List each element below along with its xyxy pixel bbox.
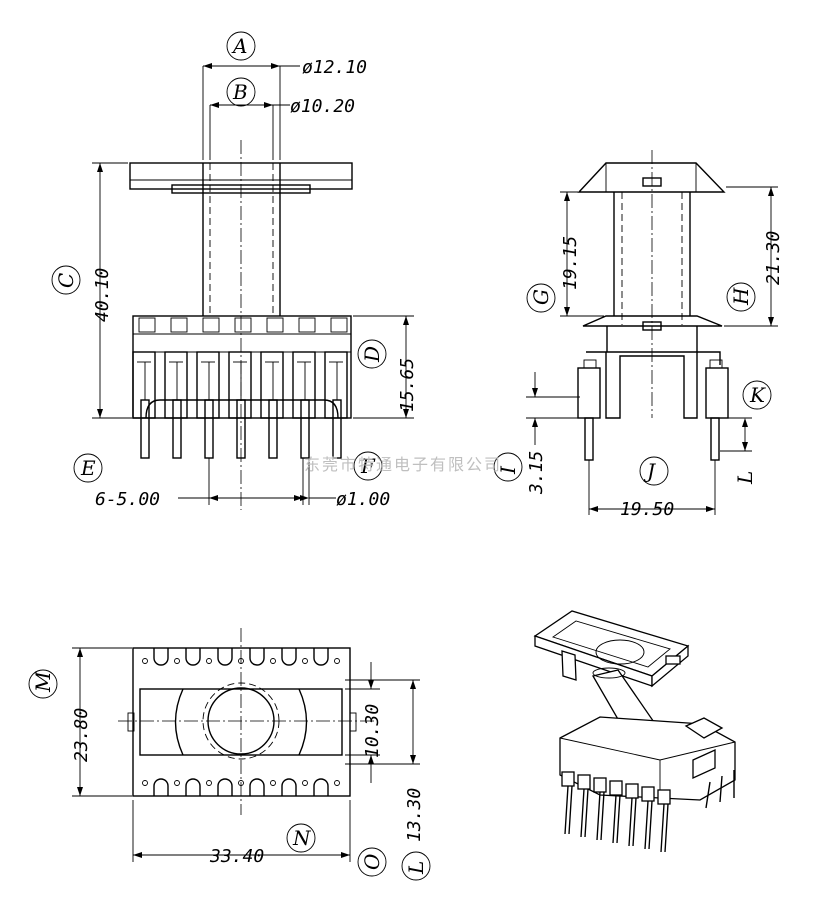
dim-diameter-inner: ø10.20 <box>290 96 355 117</box>
iso-pin-housing <box>641 786 655 802</box>
isometric-pins <box>561 771 671 853</box>
dim-h: 21.30 <box>763 231 784 285</box>
dim-g: 19.15 <box>560 236 581 290</box>
front-view <box>129 140 353 510</box>
pin-housing <box>292 351 316 419</box>
dim-m: 23.80 <box>71 708 92 762</box>
slot <box>234 317 252 333</box>
dim-pin-pitch: 6-5.00 <box>95 489 160 510</box>
slot <box>138 317 156 333</box>
top-view <box>118 628 375 815</box>
pin-housing <box>324 351 348 419</box>
label-k: K <box>749 383 766 407</box>
top-view-pin-notches <box>142 648 340 796</box>
pin-housing <box>164 351 188 419</box>
label-l-side: L <box>733 471 757 485</box>
dim-j: 19.50 <box>620 499 674 520</box>
label-n: N <box>292 826 312 850</box>
label-a: A <box>231 34 247 58</box>
label-d: D <box>360 346 384 363</box>
dim-i: 3.15 <box>526 451 547 495</box>
slot <box>298 317 316 333</box>
label-o: O <box>360 854 384 870</box>
label-g: G <box>529 289 553 305</box>
pin <box>300 399 310 459</box>
dim-pin-diameter: ø1.00 <box>336 489 390 510</box>
label-f: F <box>360 454 376 478</box>
dim-total-height: 40.10 <box>92 268 113 322</box>
pin-housing <box>260 351 284 419</box>
label-h: H <box>729 287 753 306</box>
watermark-text: 东莞市特通电子有限公司 <box>304 455 502 474</box>
iso-pin-housing <box>593 777 607 793</box>
iso-pin-housing <box>577 774 591 790</box>
dim-inner-width: 10.30 <box>362 704 383 758</box>
pin <box>172 399 182 459</box>
slot <box>266 317 284 333</box>
dim-diameter-outer: ø12.10 <box>302 57 367 78</box>
isometric-view <box>533 610 736 853</box>
slot <box>170 317 188 333</box>
iso-pin-housing <box>609 780 623 796</box>
pin <box>268 399 278 459</box>
pin <box>204 399 214 459</box>
iso-pin-housing <box>561 771 575 787</box>
label-b: B <box>232 80 248 104</box>
label-i: I <box>496 465 520 475</box>
slot <box>330 317 348 333</box>
side-dimensions: 19.15 G 21.30 H 3.15 I 19.50 J K <box>493 186 784 520</box>
iso-pin-housing <box>625 783 639 799</box>
label-e: E <box>80 456 96 480</box>
dim-n: 33.40 <box>209 846 264 867</box>
dim-o: 13.30 <box>404 788 425 842</box>
pin-housing <box>196 351 220 419</box>
label-j: J <box>643 459 656 483</box>
front-dimensions: ø12.10 A ø10.20 B 40.10 C 15.65 D E <box>51 31 418 510</box>
top-dimensions: 23.80 M 10.30 13.30 33.40 N O L <box>28 647 431 881</box>
side-view <box>577 150 729 461</box>
pin-housing <box>132 351 156 419</box>
label-m: M <box>31 671 55 693</box>
front-pin-slots <box>132 317 348 419</box>
label-c: C <box>54 273 78 288</box>
label-l-top: L <box>404 861 428 875</box>
pin-housing <box>228 351 252 419</box>
slot <box>202 317 220 333</box>
dim-base-height: 15.65 <box>397 358 418 412</box>
iso-pin-housing <box>657 789 671 805</box>
